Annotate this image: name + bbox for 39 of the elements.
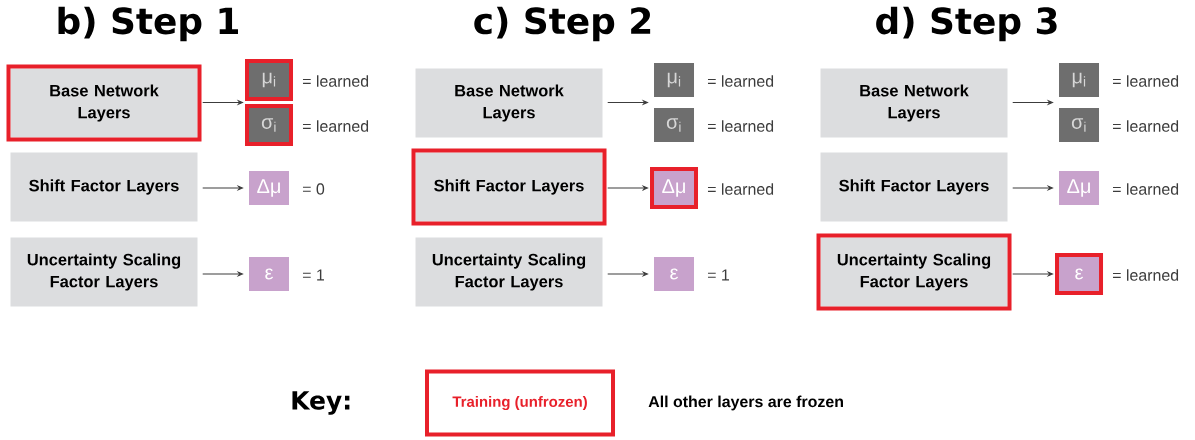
legend-box: Training (unfrozen) xyxy=(425,369,615,437)
layer-box: Shift Factor Layers xyxy=(415,152,603,222)
symbol-box: σ$_{i}$ xyxy=(249,108,289,142)
panel-title: c) Step 2 xyxy=(474,6,651,42)
symbol-box: σ$_{i}$ xyxy=(1059,108,1099,142)
key-heading: Key: xyxy=(292,391,350,415)
symbol-box: ε xyxy=(249,257,289,291)
value-text: = learned xyxy=(1113,183,1179,195)
symbol-box: Δμ xyxy=(1059,171,1099,205)
layer-box: Shift Factor Layers xyxy=(820,152,1008,222)
value-text: = learned xyxy=(708,183,774,195)
layer-box: Uncertainty Scaling Factor Layers xyxy=(820,237,1008,307)
value-text: = learned xyxy=(708,75,774,87)
value-text: = 1 xyxy=(303,269,324,281)
value-text: = 1 xyxy=(708,269,729,281)
layer-box: Shift Factor Layers xyxy=(10,152,198,222)
key-note: All other layers are frozen xyxy=(648,395,843,411)
layer-box: Uncertainty Scaling Factor Layers xyxy=(415,237,603,307)
layer-box: Base Network Layers xyxy=(10,68,198,138)
panel-title: b) Step 1 xyxy=(58,6,238,42)
value-text: = 0 xyxy=(303,183,325,195)
value-text: = learned xyxy=(1113,269,1179,281)
symbol-box: σ$_{i}$ xyxy=(654,108,694,142)
value-text: = learned xyxy=(303,75,369,87)
value-text: = learned xyxy=(708,120,774,132)
symbol-box: ε xyxy=(1059,257,1099,291)
layer-box: Base Network Layers xyxy=(415,68,603,138)
symbol-box: Δμ xyxy=(654,171,694,205)
symbol-box: Δμ xyxy=(249,171,289,205)
layer-box: Uncertainty Scaling Factor Layers xyxy=(10,237,198,307)
symbol-box: μ$_{i}$ xyxy=(654,63,694,97)
value-text: = learned xyxy=(303,120,369,132)
symbol-box: ε xyxy=(654,257,694,291)
symbol-box: μ$_{i}$ xyxy=(1059,63,1099,97)
panel-title: d) Step 3 xyxy=(876,6,1057,42)
value-text: = learned xyxy=(1113,75,1179,87)
layer-box: Base Network Layers xyxy=(820,68,1008,138)
value-text: = learned xyxy=(1113,120,1179,132)
symbol-box: μ$_{i}$ xyxy=(249,63,289,97)
